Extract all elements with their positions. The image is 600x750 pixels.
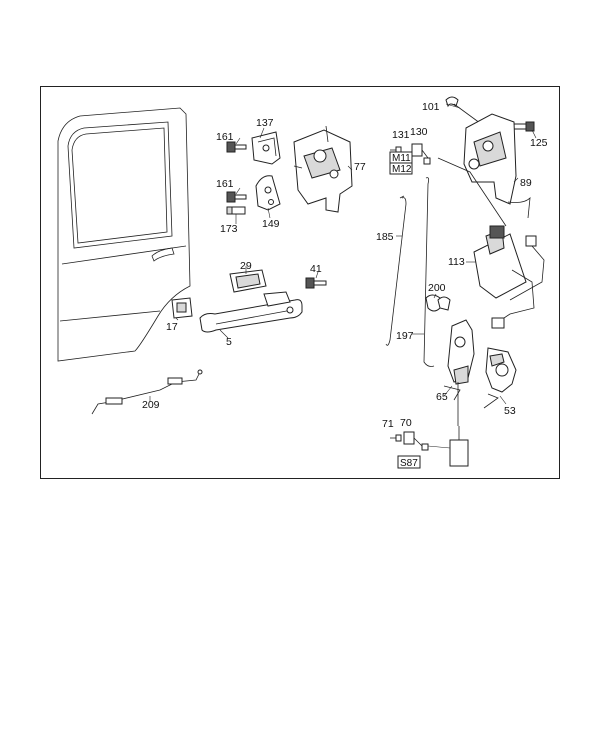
part-71-pin	[390, 434, 402, 442]
part-41-screw	[305, 277, 327, 289]
callout-numbers: 101 131 130 125 137 161 161 77 173 149 8…	[142, 101, 548, 430]
callout-71: 71	[382, 418, 394, 430]
callout-209: 209	[142, 399, 160, 411]
part-53-lock	[483, 347, 517, 409]
part-89-door-lock	[437, 113, 531, 227]
svg-text:M12: M12	[392, 164, 412, 175]
callout-173: 173	[220, 223, 238, 235]
callout-137: 137	[256, 117, 274, 129]
label-m12: M12	[389, 162, 413, 175]
part-29-handle-cover	[229, 269, 267, 293]
callout-131: 131	[392, 129, 410, 141]
door-lock-parts-diagram: 101 131 130 125 137 161 161 77 173 149 8…	[57, 96, 548, 469]
part-65-lock	[443, 319, 475, 426]
label-s87: S87	[397, 455, 421, 469]
part-77-lock-mechanism	[293, 125, 353, 213]
callout-149: 149	[262, 218, 280, 230]
callout-41: 41	[310, 263, 322, 275]
part-17-bracket	[171, 297, 193, 319]
callout-89: 89	[520, 177, 532, 189]
part-200-clip	[425, 294, 451, 312]
callout-197: 197	[396, 330, 414, 342]
callout-17: 17	[166, 321, 178, 333]
callout-130: 130	[410, 126, 428, 138]
callout-161-top: 161	[216, 131, 234, 143]
label-m11: M11	[389, 151, 413, 164]
part-185-rod	[385, 195, 407, 346]
part-113-actuator	[473, 225, 545, 329]
callout-53: 53	[504, 405, 516, 417]
callout-113: 113	[448, 256, 465, 268]
leader-lines	[149, 103, 537, 405]
diagram-frame	[40, 86, 560, 479]
callout-125: 125	[530, 137, 548, 149]
svg-text:M11: M11	[392, 153, 411, 164]
part-125-screw	[513, 121, 535, 132]
part-s87-switch	[421, 426, 469, 467]
callout-5: 5	[226, 336, 232, 348]
callout-70: 70	[400, 417, 412, 429]
part-173-bolt	[226, 206, 246, 215]
callout-185: 185	[376, 231, 394, 243]
part-149-striker	[255, 175, 281, 211]
part-70-clip	[403, 431, 423, 447]
callout-65: 65	[436, 391, 448, 403]
door-panel	[57, 107, 191, 362]
callout-29: 29	[240, 260, 252, 272]
part-209-cable	[91, 369, 203, 415]
callout-200: 200	[428, 282, 446, 294]
part-161-screw-mid	[226, 191, 247, 203]
part-130-clip	[411, 143, 431, 165]
callout-77: 77	[354, 161, 366, 173]
part-137-bracket	[251, 131, 281, 165]
part-5-outer-handle	[199, 291, 303, 333]
part-161-screw-top	[226, 141, 247, 153]
svg-text:S87: S87	[400, 458, 418, 469]
callout-101: 101	[422, 101, 440, 113]
part-197-rod	[423, 177, 435, 367]
callout-161-mid: 161	[216, 178, 234, 190]
